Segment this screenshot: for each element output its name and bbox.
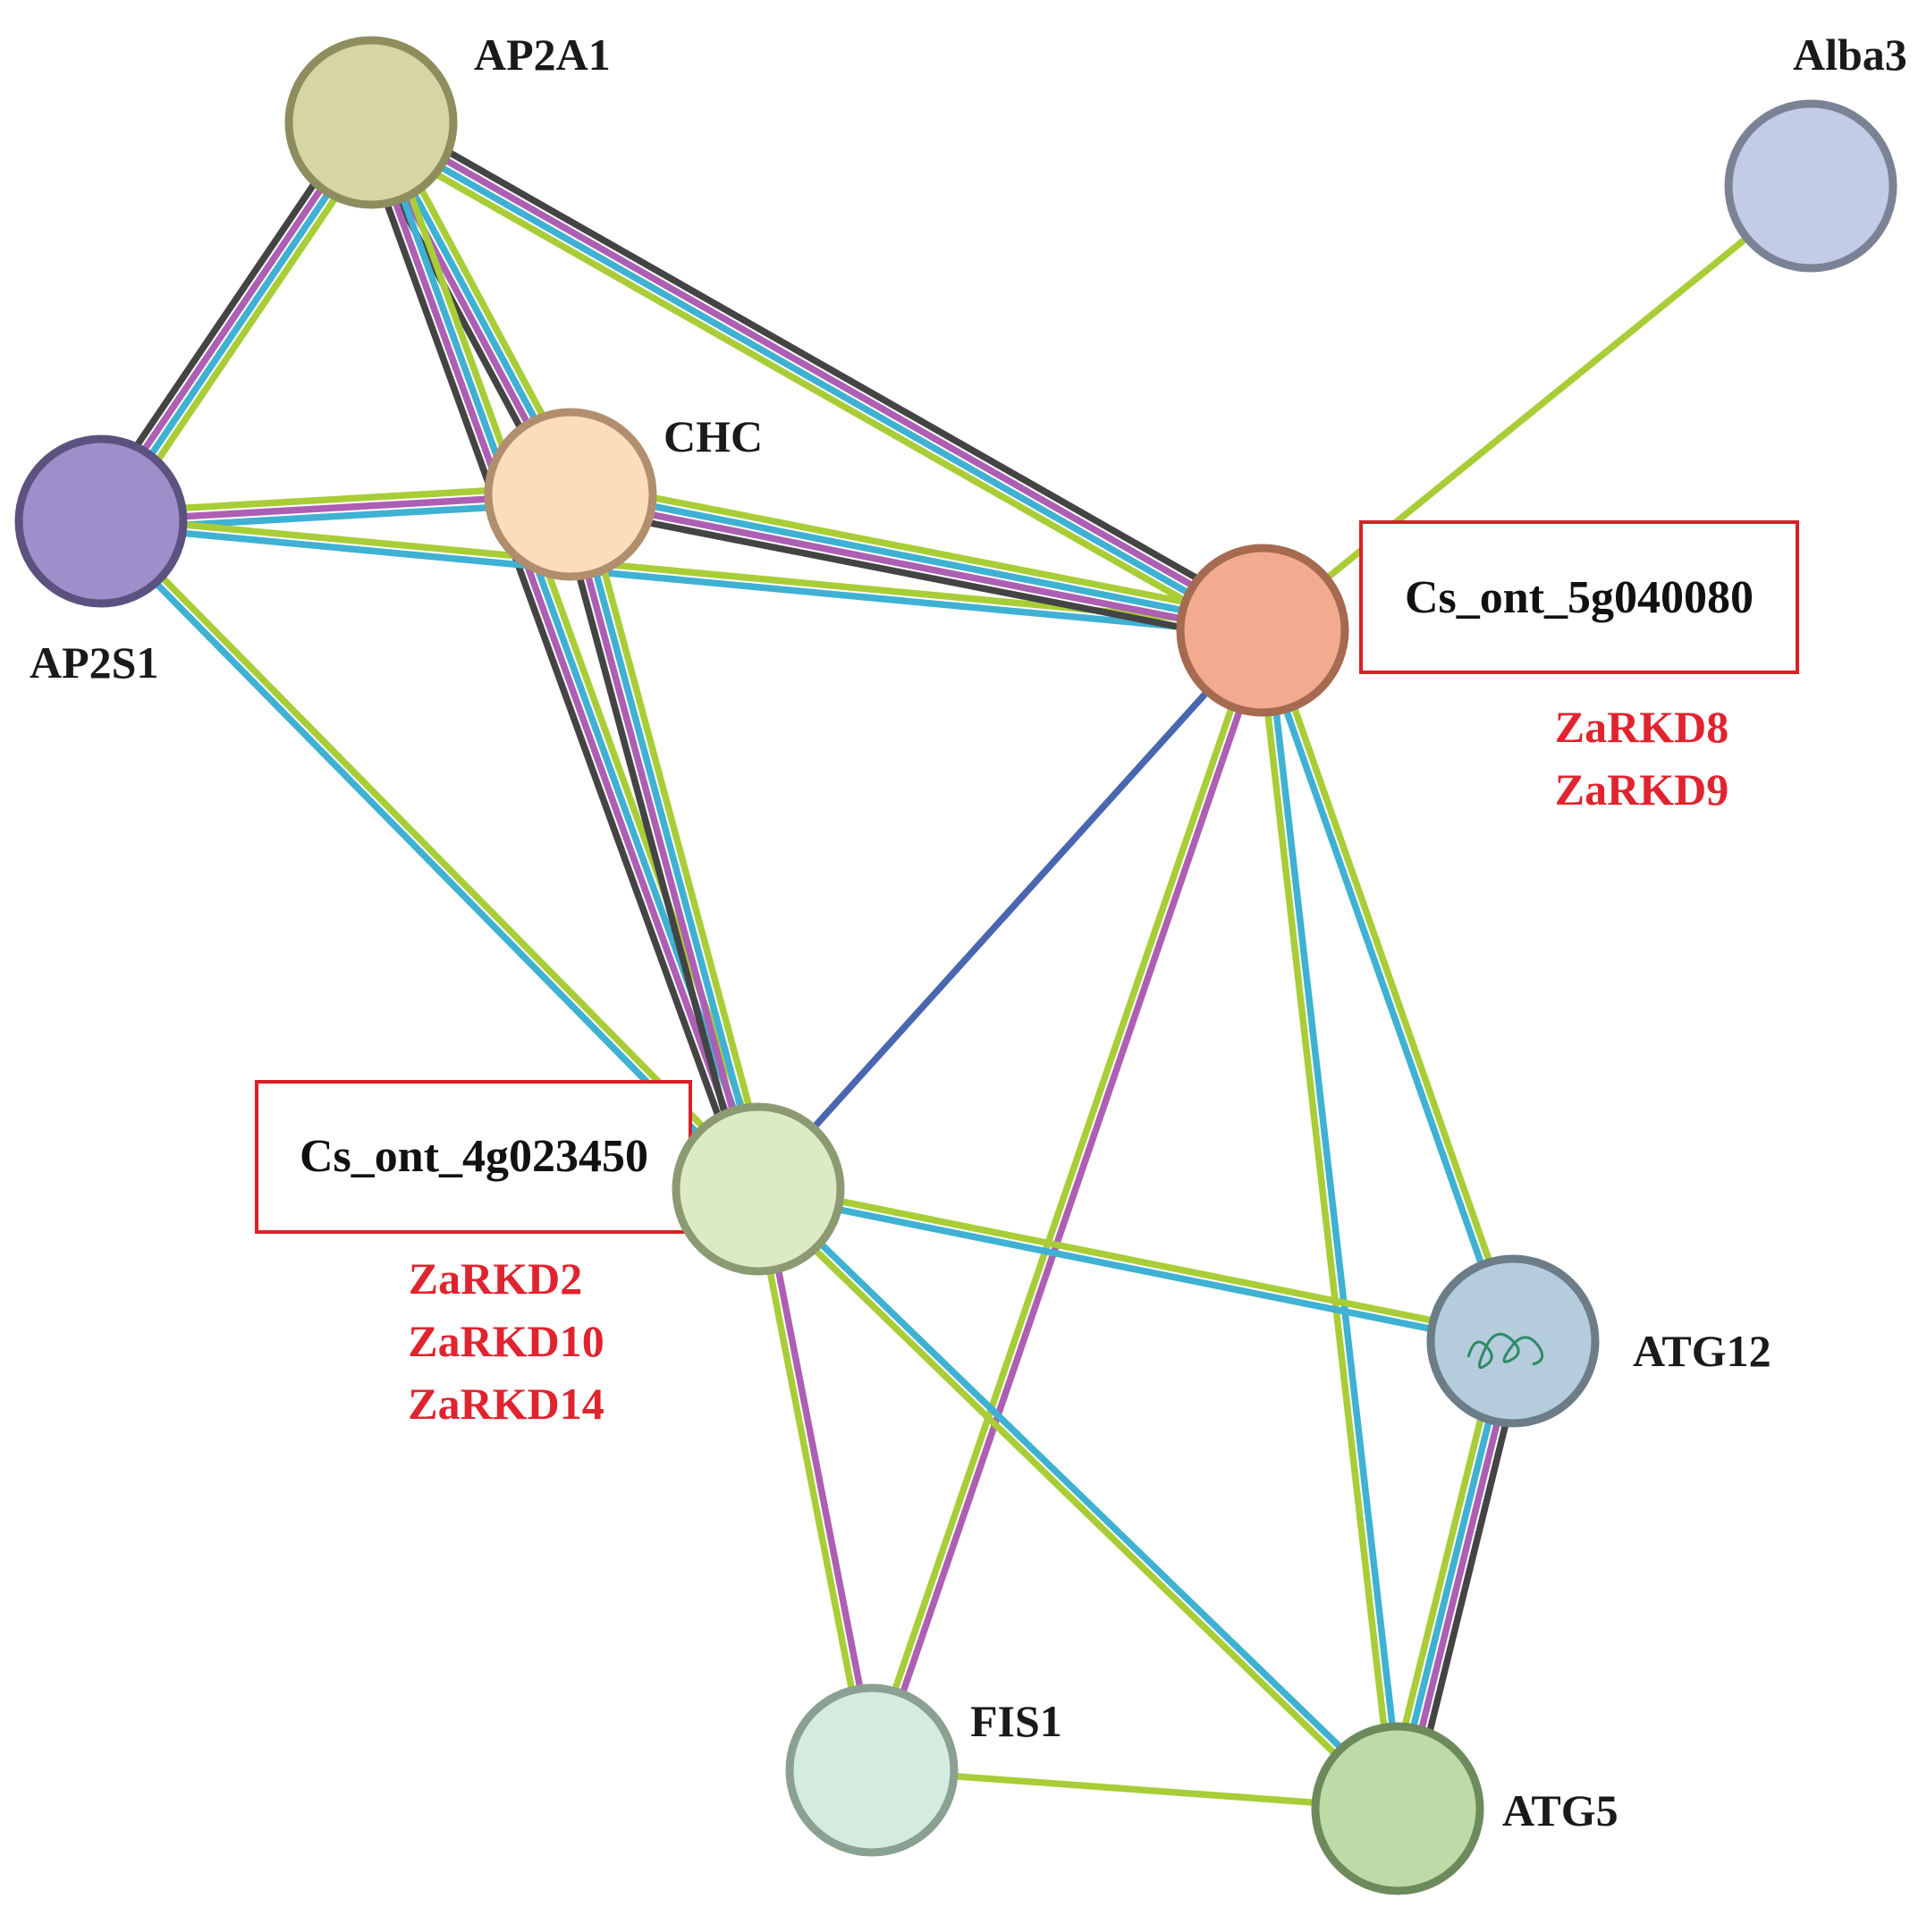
node-label-alba3: Alba3	[1793, 30, 1907, 80]
edge-layer	[88, 108, 1813, 1815]
edge-strand-experiment	[758, 1187, 880, 1770]
gene-alias-zarkd2: ZaRKD2	[409, 1253, 582, 1303]
edge-strand-textmining	[579, 490, 774, 1187]
node-layer	[14, 36, 1897, 1895]
edge-strand-textmining	[1255, 630, 1398, 1810]
edge-strand-database	[1263, 629, 1406, 1809]
node-ap2s1[interactable]	[14, 434, 188, 608]
edge-strand-textmining	[758, 1181, 1515, 1341]
edge-cs-ont-5g040080-atg12	[1255, 628, 1521, 1344]
node-label-fis1: FIS1	[970, 1696, 1062, 1746]
edge-cs-ont-4g023450-atg12	[756, 1181, 1515, 1349]
edge-strand-database	[570, 492, 766, 1189]
node-fis1[interactable]	[785, 1683, 959, 1857]
node-label-chc: CHC	[663, 411, 763, 461]
node-circle-alba3[interactable]	[1724, 99, 1897, 273]
gene-alias-zarkd10: ZaRKD10	[408, 1316, 604, 1366]
edge-cs-ont-5g040080-fis1	[864, 628, 1271, 1773]
edge-cs-ont-4g023450-fis1	[750, 1187, 880, 1772]
node-circle-cs-ont-5g040080[interactable]	[1176, 544, 1349, 717]
edge-strand-experiment	[872, 630, 1271, 1773]
node-cs-ont-4g023450[interactable]	[672, 1102, 845, 1276]
edge-chc-cs-ont-4g023450	[554, 490, 774, 1194]
edge-strand-textmining	[363, 131, 1258, 645]
edge-strand-coexpression	[376, 108, 1271, 622]
node-circle-ap2s1[interactable]	[14, 434, 188, 608]
gene-alias-zarkd9: ZaRKD9	[1555, 764, 1728, 814]
edge-cs-ont-4g023450-atg5	[753, 1183, 1403, 1815]
highlight-box-cs-ont-4g023450	[255, 1080, 692, 1234]
edge-strand-experiment	[371, 115, 1267, 630]
edge-ap2a1-cs-ont-5g040080	[363, 108, 1271, 645]
edge-strand-experiment	[364, 122, 758, 1192]
gene-alias-zarkd8: ZaRKD8	[1555, 702, 1728, 752]
node-chc[interactable]	[484, 408, 657, 581]
edge-strand-textmining	[1263, 628, 1521, 1341]
edge-strand-textmining	[101, 516, 765, 1189]
edge-strand-experiment	[569, 494, 1263, 638]
node-circle-fis1[interactable]	[785, 1683, 959, 1857]
node-circle-cs-ont-4g023450[interactable]	[672, 1102, 845, 1276]
edge-strand-database	[758, 1183, 1403, 1809]
edge-strand-textmining	[750, 1189, 872, 1772]
edge-strand-database	[756, 1189, 1513, 1349]
node-label-cs-ont-5g040080: Cs_ont_5g040080	[1405, 572, 1754, 623]
edge-strand-database	[1255, 630, 1513, 1344]
node-circle-chc[interactable]	[484, 408, 657, 581]
edge-strand-coexpression	[567, 503, 1261, 646]
node-atg12[interactable]	[1426, 1254, 1600, 1428]
edge-fis1-atg5	[871, 1767, 1399, 1812]
node-label-cs-ont-4g023450: Cs_ont_4g023450	[300, 1131, 648, 1182]
edge-strand-textmining	[864, 628, 1263, 1770]
node-label-ap2s1: AP2S1	[30, 637, 158, 688]
highlight-box-cs-ont-5g040080	[1359, 520, 1799, 674]
edge-strand-coexpression	[554, 496, 749, 1194]
node-alba3[interactable]	[1724, 99, 1897, 273]
edge-strand-database	[100, 521, 1263, 638]
edge-chc-cs-ont-5g040080	[567, 478, 1266, 646]
edge-strand-textmining	[871, 1767, 1399, 1812]
edge-strand-homology	[756, 628, 1265, 1192]
edge-strand-database	[367, 122, 1263, 637]
node-label-atg12: ATG12	[1633, 1326, 1771, 1376]
node-circle-atg5[interactable]	[1311, 1722, 1484, 1895]
node-label-ap2a1: AP2A1	[474, 30, 611, 80]
edge-strand-textmining	[572, 478, 1266, 621]
node-atg5[interactable]	[1311, 1722, 1484, 1895]
edge-cs-ont-5g040080-cs-ont-4g023450	[756, 628, 1265, 1192]
edge-strand-coexpression	[356, 125, 750, 1195]
edge-strand-database	[570, 486, 1264, 630]
node-cs-ont-5g040080[interactable]	[1176, 544, 1349, 717]
edge-strand-experiment	[562, 494, 758, 1192]
node-label-atg5: ATG5	[1502, 1785, 1619, 1835]
edge-cs-ont-5g040080-atg5	[1255, 629, 1406, 1810]
protein-structure-icon	[1466, 1332, 1544, 1370]
gene-alias-zarkd14: ZaRKD14	[408, 1379, 604, 1429]
edge-strand-textmining	[753, 1189, 1398, 1815]
edge-strand-textmining	[1260, 183, 1813, 633]
node-ap2a1[interactable]	[284, 36, 458, 209]
node-circle-ap2a1[interactable]	[284, 36, 458, 209]
edge-alba3-cs-ont-5g040080	[1260, 183, 1813, 633]
